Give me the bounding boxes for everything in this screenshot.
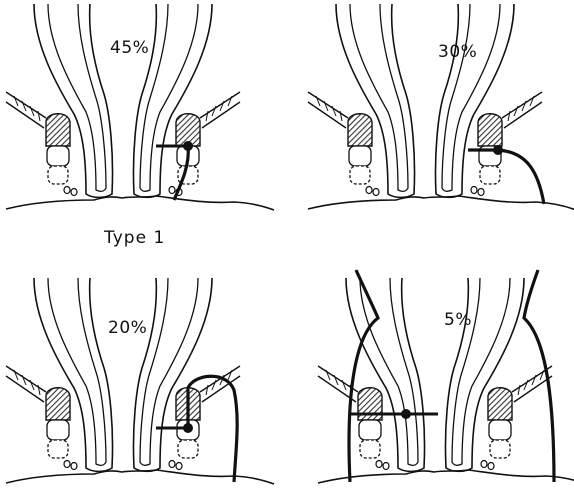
panel-3-anatomy: [6, 278, 274, 484]
panel-1-anatomy: [6, 4, 274, 210]
panel-4-anatomy: [318, 270, 574, 484]
panel-3-percent-label: 20%: [108, 318, 147, 338]
panel-2-anatomy: [308, 4, 574, 210]
panel-1-type-caption: Type 1: [104, 228, 165, 248]
panel-2-percent-label: 30%: [438, 42, 477, 62]
panel-4-percent-label: 5%: [444, 310, 472, 330]
panel-1-percent-label: 45%: [110, 38, 149, 58]
